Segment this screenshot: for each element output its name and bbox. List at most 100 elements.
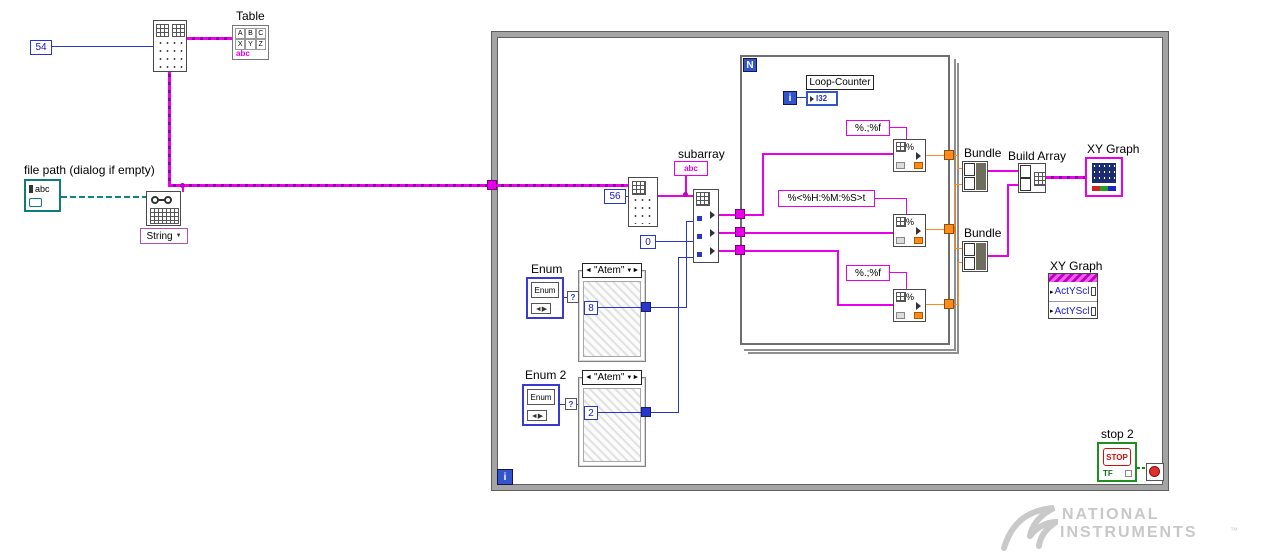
file-path-label: file path (dialog if empty)	[24, 163, 155, 177]
property-row-actyscl-2[interactable]: ▸ ActYScl	[1049, 301, 1097, 320]
property-node-label: XY Graph	[1050, 259, 1103, 273]
bundle-input-cell-1	[964, 243, 975, 256]
format-string-time[interactable]: %<%H:%M:%S>t	[778, 190, 875, 207]
percent-glyph: %	[906, 292, 915, 302]
subarray-text: abc	[684, 164, 698, 173]
wire-row2-to-scan2	[719, 232, 893, 234]
case-structure-1[interactable]	[578, 270, 646, 362]
file-path-control[interactable]: abc	[24, 179, 61, 212]
subarray-indicator[interactable]: abc	[674, 161, 708, 176]
build-table-node[interactable]	[153, 20, 187, 72]
xy-graph-terminal[interactable]	[1085, 157, 1123, 197]
prev-case-icon[interactable]: ◄	[585, 267, 592, 274]
table-cell: C	[255, 28, 266, 39]
case1-selector-tunnel: ?	[567, 291, 579, 303]
table-cell: A	[235, 28, 246, 39]
for-iteration-terminal[interactable]: i	[783, 91, 797, 105]
wire-table-branch-vertical	[168, 70, 171, 186]
index-array-expanded-node[interactable]	[693, 189, 719, 263]
enum-inc-dec[interactable]: ◄▶	[531, 303, 551, 314]
enum1-control[interactable]: Enum ◄▶	[526, 277, 564, 319]
wire-fmt-top-v	[906, 127, 907, 139]
table-abc-text: abc	[236, 49, 250, 58]
tunnel-for-row1	[735, 209, 745, 219]
tunnel-for-out2	[944, 224, 954, 234]
glasses-icon-2	[164, 196, 172, 204]
row2-index-cell	[697, 234, 702, 239]
constant-54[interactable]: 54	[30, 40, 52, 55]
boolean-cell	[1125, 470, 1132, 477]
chevron-down-icon[interactable]: ▼	[626, 267, 633, 274]
read-spreadsheet-file-node[interactable]	[146, 191, 181, 226]
bundle-output-section	[976, 163, 986, 190]
format-string-bottom[interactable]: %.;%f	[846, 265, 890, 281]
array-glyph	[632, 181, 646, 195]
constant-0[interactable]: 0	[640, 235, 656, 249]
indicator-arrow-icon	[810, 95, 814, 102]
wire-fmt-bottom-h	[890, 272, 907, 273]
case-structure-2[interactable]	[578, 377, 646, 467]
wire-scan2-to-bundle1	[954, 184, 963, 185]
enum-value-box: Enum	[527, 389, 555, 405]
enum-value-text: Enum	[530, 392, 552, 402]
build-array-cell-2	[1020, 178, 1031, 191]
path-flag-glyph	[29, 185, 33, 193]
wire-scan3-to-bundle2	[958, 262, 963, 263]
row-arrow-icon: ▸	[1050, 288, 1054, 296]
chevron-down-icon[interactable]: ▼	[626, 374, 633, 381]
case1-selector[interactable]: ◄ "Atem" ▼ ►	[582, 263, 642, 278]
scan-from-string-node-1[interactable]: %	[893, 139, 926, 172]
graph-plot-area	[1092, 163, 1116, 183]
polymorphic-selector[interactable]: String ▼	[140, 228, 188, 244]
wire-bundle2-v	[1007, 184, 1009, 257]
string-glyph	[896, 217, 906, 227]
scan-from-string-node-3[interactable]: %	[893, 289, 926, 322]
stop2-label: stop 2	[1101, 427, 1134, 441]
prev-case-icon[interactable]: ◄	[585, 374, 592, 381]
wire-row3-to-scan3	[837, 304, 893, 306]
enum-value-box: Enum	[531, 282, 559, 298]
format-string-top[interactable]: %.;%f	[846, 120, 890, 136]
constant-8[interactable]: 8	[584, 301, 598, 315]
stop-button[interactable]: STOP TF	[1097, 442, 1137, 482]
scan-from-string-node-2[interactable]: %	[893, 214, 926, 247]
wire-2-v	[678, 257, 679, 413]
property-row-text: ActYScl	[1054, 305, 1090, 317]
wire-bundle1-to-build-array	[988, 170, 1018, 172]
tunnel-case2-out	[641, 407, 651, 417]
bundle-node-1[interactable]	[962, 161, 988, 192]
property-row-actyscl-1[interactable]: ▸ ActYScl	[1049, 282, 1097, 301]
tunnel-while-string-array	[487, 180, 497, 190]
case2-selector-tunnel: ?	[565, 398, 577, 410]
next-case-icon[interactable]: ►	[632, 374, 640, 381]
while-iteration-terminal[interactable]: i	[497, 469, 513, 485]
ni-eagle-logo	[998, 502, 1066, 552]
table-label: Table	[236, 9, 265, 23]
constant-56[interactable]: 56	[604, 189, 626, 204]
enum-inc-dec[interactable]: ◄▶	[527, 410, 547, 421]
index-array-node[interactable]	[628, 177, 658, 227]
for-count-terminal[interactable]: N	[743, 58, 757, 72]
wire-bundle2-h	[988, 255, 1008, 257]
build-array-node[interactable]	[1018, 163, 1046, 193]
row1-output-glyph	[710, 211, 715, 219]
table-indicator[interactable]: A B C X Y Z abc	[232, 25, 269, 60]
i32-indicator[interactable]: I32	[806, 91, 838, 106]
enum2-control[interactable]: Enum ◄▶	[522, 384, 560, 426]
stop-face[interactable]: STOP	[1103, 448, 1131, 466]
next-case-icon[interactable]: ►	[632, 267, 640, 274]
wire-2-h-outside	[651, 412, 679, 413]
tf-text: TF	[1103, 469, 1113, 478]
row2-output-glyph	[710, 229, 715, 237]
iteration-i-text: i	[788, 92, 792, 104]
wire-row1-to-scan1	[762, 153, 893, 155]
case2-selector[interactable]: ◄ "Atem" ▼ ►	[582, 370, 642, 385]
conditional-terminal[interactable]	[1146, 463, 1164, 481]
xy-graph-property-node[interactable]: ▸ ActYScl ▸ ActYScl	[1048, 273, 1098, 319]
bundle-node-2[interactable]	[962, 241, 988, 272]
loop-counter-label: Loop-Counter	[806, 75, 874, 90]
constant-2[interactable]: 2	[584, 406, 598, 420]
input-cell	[896, 312, 905, 319]
wire-index-out	[658, 195, 693, 197]
i32-text: I32	[816, 94, 828, 103]
